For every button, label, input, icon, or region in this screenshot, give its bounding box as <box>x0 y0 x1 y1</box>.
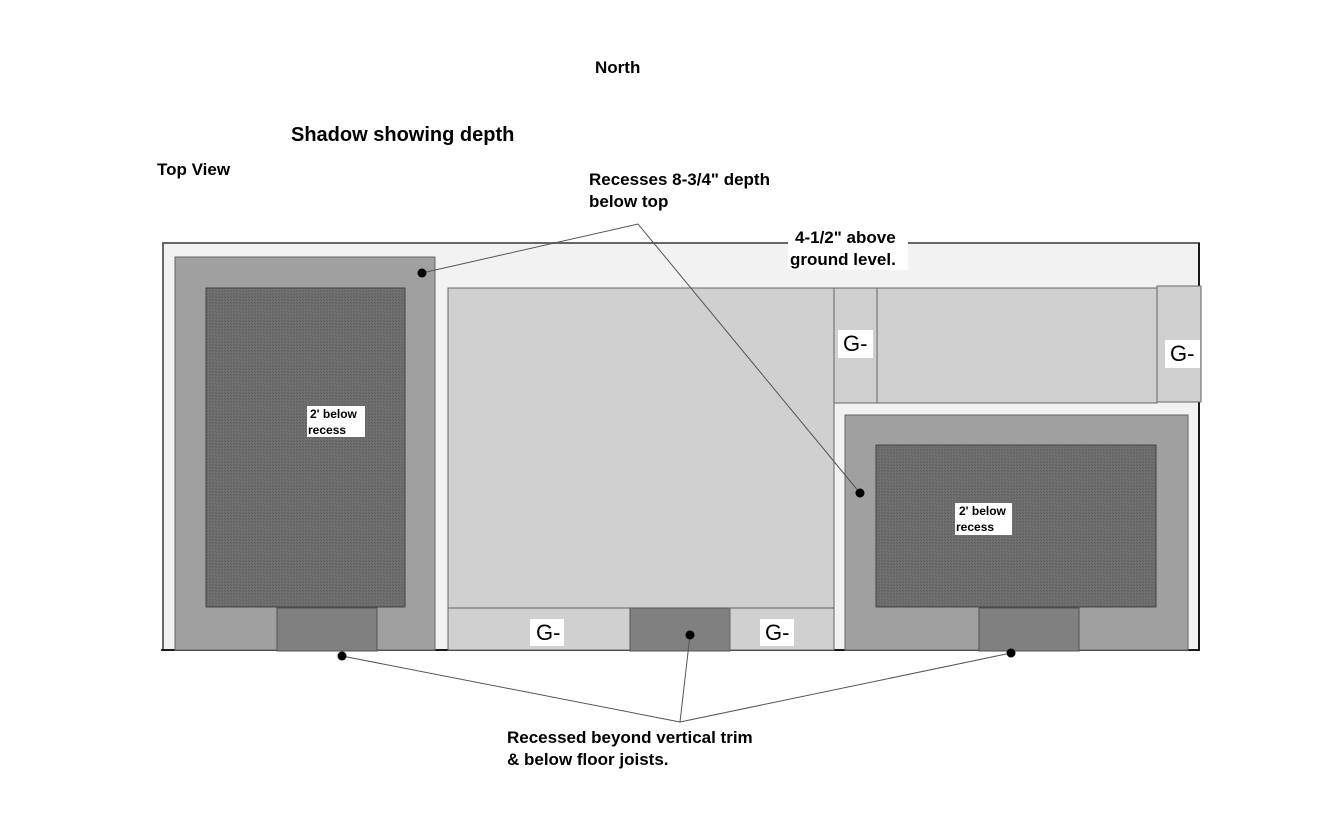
right-upper-panel <box>876 287 1158 404</box>
g-label: G- <box>765 620 789 645</box>
recesses-depth-annotation-line2: below top <box>589 192 668 211</box>
north-label: North <box>595 58 640 77</box>
callout-dot <box>1006 648 1016 658</box>
view-label: Top View <box>157 160 231 179</box>
callout-dot <box>855 488 865 498</box>
callout-dot <box>337 651 347 661</box>
g-label: G- <box>536 620 560 645</box>
above-ground-annotation-line2: ground level. <box>790 250 896 269</box>
center-trim-notch <box>629 607 731 652</box>
diagram-title: Shadow showing depth <box>291 124 514 146</box>
recessed-beyond-annotation-line2: & below floor joists. <box>507 750 669 769</box>
left-pit-label-line2: recess <box>308 423 346 437</box>
recesses-depth-annotation-line1: Recesses 8-3/4" depth <box>589 170 770 189</box>
callout-dot <box>417 268 427 278</box>
right-pit-label-line1: 2' below <box>959 504 1007 518</box>
right-trim-notch <box>978 607 1080 652</box>
above-ground-annotation-line1: 4-1/2" above <box>795 228 896 247</box>
left-trim-notch <box>276 607 378 652</box>
g-label: G- <box>843 331 867 356</box>
leader-lines <box>341 223 1012 723</box>
left-pit-label-line1: 2' below <box>310 407 358 421</box>
right-pit-label-line2: recess <box>956 520 994 534</box>
left-pit <box>205 287 406 608</box>
center-panel <box>447 287 835 609</box>
recessed-beyond-annotation-line1: Recessed beyond vertical trim <box>507 728 753 747</box>
g-label: G- <box>1170 341 1194 366</box>
callout-dot <box>685 630 695 640</box>
right-pit <box>875 444 1157 608</box>
